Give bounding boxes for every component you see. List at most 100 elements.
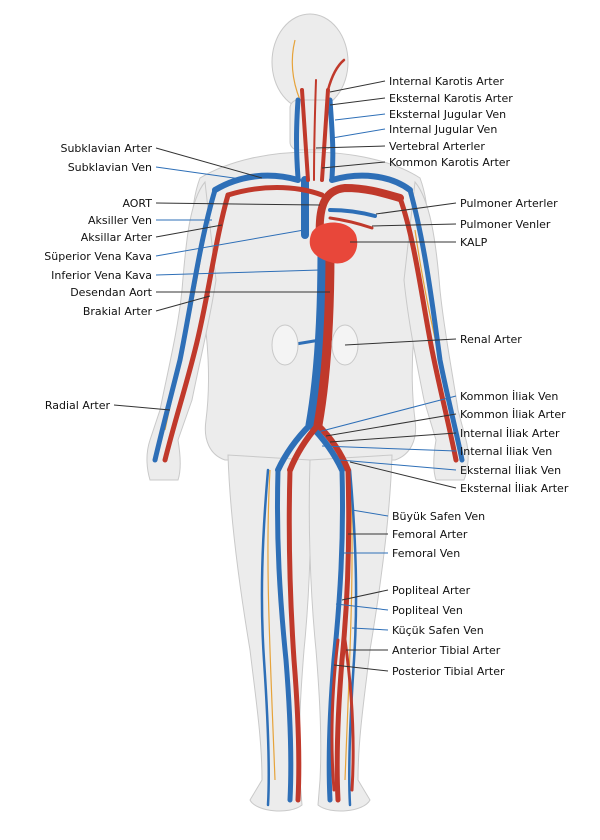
- label-kommon-karotis-arter: Kommon Karotis Arter: [389, 156, 511, 169]
- common-iliac-artery-left: [287, 422, 321, 473]
- leader-internal-iliak-arter: [329, 432, 457, 443]
- vertebral-artery: [313, 79, 317, 181]
- leader-internal-karotis-arter: [329, 80, 386, 93]
- label-buyuk-safen-ven: Büyük Safen Ven: [392, 510, 485, 523]
- label-inferior-vena-kava: Inferior Vena Kava: [51, 269, 152, 282]
- leader-pulmoner-venler: [371, 223, 457, 227]
- label-internal-iliak-arter: Internal İliak Arter: [460, 427, 560, 440]
- leader-inferior-vena-kava: [155, 269, 321, 276]
- label-subklavian-arter: Subklavian Arter: [60, 142, 152, 155]
- label-posterior-tibial-arter: Posterior Tibial Arter: [392, 665, 505, 678]
- head: [271, 13, 349, 111]
- label-texts: Subklavian Arter Subklavian Ven AORT Aks…: [44, 75, 569, 678]
- leader-internal-jugular-ven: [331, 128, 386, 139]
- axillary-brachial-artery-left: [162, 192, 231, 463]
- label-eksternal-iliak-ven: Eksternal İliak Ven: [460, 464, 561, 477]
- internal-jugular-vein-right: [327, 97, 336, 181]
- label-kommon-iliak-ven: Kommon İliak Ven: [460, 390, 558, 403]
- internal-jugular-vein-left: [294, 97, 301, 181]
- great-saphenous-vein-left: [260, 468, 271, 807]
- leader-posterior-tibial-arter: [333, 664, 389, 672]
- axillary-brachial-vein-left: [152, 187, 218, 463]
- label-aksillar-arter: Aksillar Arter: [81, 231, 153, 244]
- common-iliac-vein-left: [275, 422, 313, 473]
- anterior-tibial-artery-right: [343, 638, 355, 792]
- leader-brakial-arter: [155, 295, 211, 312]
- heart: [309, 222, 358, 264]
- label-pulmoner-venler: Pulmoner Venler: [460, 218, 551, 231]
- leader-subklavian-ven: [155, 166, 249, 181]
- arteries: [162, 58, 459, 803]
- leader-popliteal-arter: [341, 589, 389, 601]
- label-superior-vena-kava: Süperior Vena Kava: [44, 250, 152, 263]
- femoral-vein-left: [274, 467, 294, 803]
- axillary-brachial-vein-right: [407, 187, 465, 463]
- leader-superior-vena-kava: [155, 229, 305, 257]
- label-internal-jugular-ven: Internal Jugular Ven: [389, 123, 497, 136]
- nerve-left-leg: [267, 469, 276, 781]
- leader-popliteal-ven: [335, 603, 389, 611]
- leader-internal-iliak-ven: [321, 445, 457, 452]
- label-anterior-tibial-arter: Anterior Tibial Arter: [392, 644, 501, 657]
- leader-kucuk-safen-ven: [351, 627, 389, 631]
- leader-eksternal-karotis-arter: [329, 97, 386, 106]
- leader-eksternal-iliak-ven: [339, 459, 457, 471]
- leader-kommon-karotis-arter: [321, 161, 386, 169]
- pulmonary-vessels: [328, 208, 377, 230]
- label-popliteal-ven: Popliteal Ven: [392, 604, 463, 617]
- great-saphenous-vein-right: [347, 468, 358, 807]
- label-kucuk-safen-ven: Küçük Safen Ven: [392, 624, 484, 637]
- label-kalp: KALP: [460, 236, 488, 249]
- aortic-arch: [315, 183, 404, 244]
- subclavian-vein-right: [329, 172, 413, 193]
- label-subklavian-ven: Subklavian Ven: [68, 161, 152, 174]
- leader-eksternal-iliak-arter: [349, 461, 457, 489]
- posterior-tibial-artery-right: [330, 638, 340, 792]
- common-carotid-artery-right: [320, 88, 330, 182]
- label-brakial-arter: Brakial Arter: [83, 305, 153, 318]
- label-eksternal-iliak-arter: Eksternal İliak Arter: [460, 482, 569, 495]
- femoral-artery-left: [286, 467, 302, 803]
- label-radial-arter: Radial Arter: [45, 399, 111, 412]
- leader-pulmoner-arterler: [375, 202, 457, 215]
- leader-eksternal-jugular-ven: [334, 113, 386, 121]
- label-pulmoner-arterler: Pulmoner Arterler: [460, 197, 558, 210]
- common-iliac-artery-right: [315, 422, 351, 473]
- leader-vertebral-arterler: [315, 145, 386, 149]
- left-kidney: [271, 324, 299, 366]
- veins: [152, 97, 465, 807]
- leader-renal-arter: [344, 338, 457, 346]
- label-femoral-arter: Femoral Arter: [392, 528, 468, 541]
- inferior-vena-cava: [305, 245, 327, 430]
- femoral-artery-right: [334, 467, 352, 803]
- nerve-head: [291, 39, 301, 101]
- leader-aort: [155, 202, 321, 206]
- descending-aorta: [313, 245, 335, 430]
- label-renal-arter: Renal Arter: [460, 333, 522, 346]
- leader-subklavian-arter: [155, 147, 263, 179]
- label-aort: AORT: [122, 197, 152, 210]
- label-internal-iliak-ven: Internal İliak Ven: [460, 445, 552, 458]
- label-aksiller-ven: Aksiller Ven: [88, 214, 152, 227]
- leader-aksillar-arter: [155, 224, 223, 238]
- femoral-vein-right: [326, 467, 346, 803]
- label-popliteal-arter: Popliteal Arter: [392, 584, 471, 597]
- label-kommon-iliak-arter: Kommon İliak Arter: [460, 408, 566, 421]
- leader-kommon-iliak-arter: [325, 413, 457, 437]
- label-vertebral-arterler: Vertebral Arterler: [389, 140, 485, 153]
- label-eksternal-karotis-arter: Eksternal Karotis Arter: [389, 92, 513, 105]
- label-internal-karotis-arter: Internal Karotis Arter: [389, 75, 504, 88]
- subclavian-artery-left: [225, 185, 325, 198]
- leader-kommon-iliak-ven: [317, 395, 457, 433]
- pulmonary-arteries: [328, 208, 377, 218]
- label-femoral-ven: Femoral Ven: [392, 547, 460, 560]
- axillary-brachial-artery-right: [397, 195, 459, 463]
- leader-buyuk-safen-ven: [351, 509, 389, 517]
- label-desendan-aort: Desendan Aort: [70, 286, 152, 299]
- label-eksternal-jugular-ven: Eksternal Jugular Ven: [389, 108, 506, 121]
- common-carotid-artery-left: [300, 88, 310, 182]
- internal-carotid-artery: [326, 58, 346, 92]
- leader-lines: [113, 80, 457, 672]
- pulmonary-veins: [328, 216, 374, 230]
